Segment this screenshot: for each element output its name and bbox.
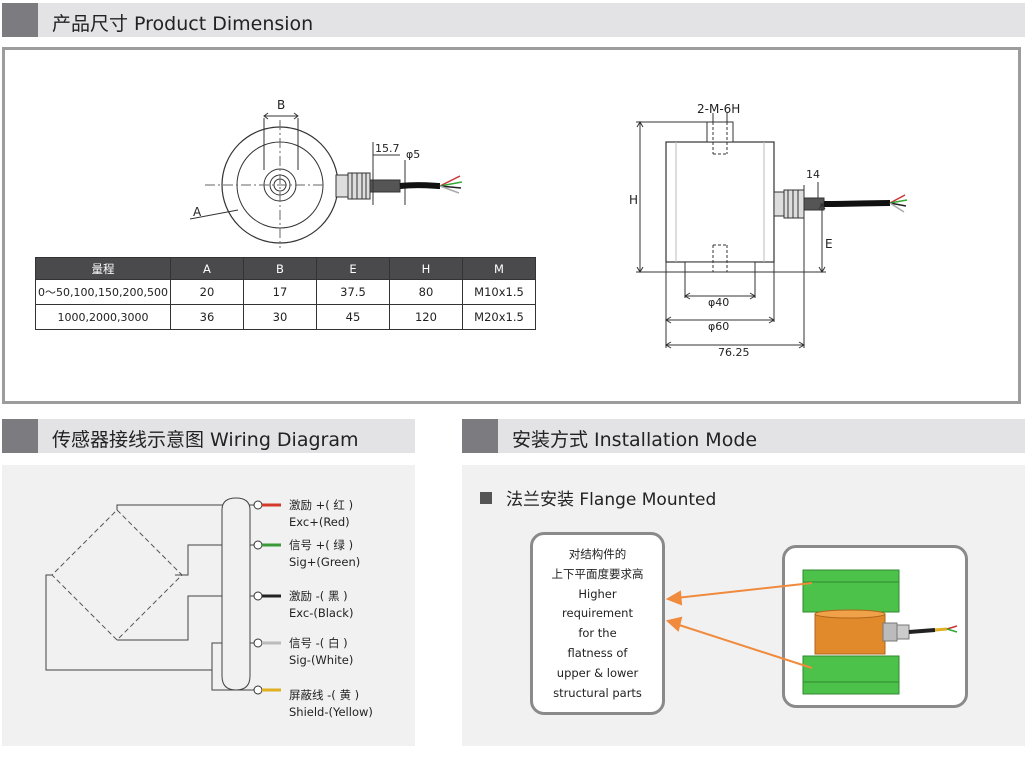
- wire-label-en: Exc+(Red): [289, 515, 350, 529]
- header-marker: [462, 419, 498, 453]
- bullet-square-icon: [480, 492, 492, 504]
- label-phi40: φ40: [708, 296, 730, 309]
- section-header-installation: 安装方式 Installation Mode: [462, 419, 1025, 453]
- wire-terminal-sig-minus: [253, 638, 281, 648]
- table-cell: 17: [242, 279, 317, 305]
- label-a: A: [193, 205, 202, 219]
- label-phi60: φ60: [708, 320, 730, 333]
- wire-label-en: Sig-(White): [289, 653, 354, 667]
- callout-line: 上下平面度要求高: [551, 566, 644, 581]
- callout-line: upper & lower: [556, 665, 639, 680]
- table-cell: 80: [388, 279, 463, 305]
- header-marker: [2, 3, 38, 37]
- installation-method: 法兰安装 Flange Mounted: [480, 485, 716, 510]
- wire-terminal-exc-minus: [253, 591, 281, 601]
- wire-label-exc-plus: 激励 +( 红 ) Exc+(Red): [289, 497, 353, 531]
- wire-label-cn: 信号 +( 绿 ): [289, 538, 354, 552]
- table-header-cell: M: [461, 257, 536, 280]
- installation-method-label: 法兰安装 Flange Mounted: [506, 490, 717, 510]
- table-row: 1000,2000,3000 36 30 45 120 M20x1.5: [35, 304, 536, 330]
- label-14: 14: [806, 168, 820, 181]
- side-view-drawing: [636, 113, 826, 349]
- wire-label-sig-plus: 信号 +( 绿 ) Sig+(Green): [289, 537, 360, 571]
- section-header-dimension: 产品尺寸 Product Dimension: [2, 3, 1025, 37]
- table-cell: 20: [169, 279, 244, 305]
- spec-table: 量程 A B E H M 0～50,100,150,200,500 20 17 …: [35, 257, 536, 330]
- table-header-row: 量程 A B E H M: [35, 257, 536, 280]
- wire-label-en: Sig+(Green): [289, 555, 361, 569]
- callout-line: for the: [578, 626, 617, 641]
- flatness-callout: 对结构件的 上下平面度要求高 Higher requirement for th…: [530, 532, 665, 715]
- wire-label-cn: 激励 +( 红 ): [289, 498, 354, 512]
- table-cell: 1000,2000,3000: [35, 304, 171, 330]
- label-15-7: 15.7: [375, 142, 400, 155]
- table-cell: M20x1.5: [461, 304, 536, 330]
- callout-line: structural parts: [553, 685, 642, 700]
- wire-label-en: Shield-(Yellow): [289, 705, 373, 719]
- table-cell: 30: [242, 304, 317, 330]
- wire-label-shield: 屏蔽线 -( 黄 ) Shield-(Yellow): [289, 687, 373, 721]
- wire-label-cn: 信号 -( 白 ): [289, 636, 348, 650]
- label-b: B: [277, 98, 286, 112]
- wire-label-exc-minus: 激励 -( 黑 ) Exc-(Black): [289, 588, 353, 622]
- label-h: H: [629, 193, 639, 207]
- table-cell: 0～50,100,150,200,500: [35, 279, 171, 305]
- section-header-wiring: 传感器接线示意图 Wiring Diagram: [2, 419, 415, 453]
- table-cell: 36: [169, 304, 244, 330]
- table-cell: 37.5: [315, 279, 390, 305]
- wire-label-cn: 屏蔽线 -( 黄 ): [289, 688, 360, 702]
- flange-mount-illustration: [802, 569, 958, 695]
- table-header-cell: H: [388, 257, 463, 280]
- table-cell: 45: [315, 304, 390, 330]
- table-row: 0～50,100,150,200,500 20 17 37.5 80 M10x1…: [35, 279, 536, 305]
- dimension-panel: [2, 47, 1021, 404]
- label-phi5: φ5: [406, 148, 421, 161]
- wire-label-sig-minus: 信号 -( 白 ) Sig-(White): [289, 635, 353, 669]
- callout-line: Higher: [578, 586, 617, 601]
- wiring-panel: [2, 465, 415, 746]
- table-cell: M10x1.5: [461, 279, 536, 305]
- header-title: 安装方式 Installation Mode: [512, 429, 758, 451]
- flange-mount-image: [782, 545, 968, 708]
- wire-terminal-shield: [253, 685, 281, 695]
- label-e: E: [825, 237, 833, 251]
- header-title: 产品尺寸 Product Dimension: [52, 13, 314, 35]
- callout-line: 对结构件的: [568, 547, 627, 561]
- wire-terminal-sig-plus: [253, 540, 281, 550]
- callout-line: requirement: [562, 606, 633, 621]
- top-view-drawing: [189, 112, 406, 248]
- label-thread: 2-M-6H: [697, 102, 741, 116]
- table-header-cell: E: [315, 257, 390, 280]
- wire-terminal-exc-plus: [253, 500, 281, 510]
- header-title: 传感器接线示意图 Wiring Diagram: [52, 429, 359, 451]
- wire-label-cn: 激励 -( 黑 ): [289, 589, 348, 603]
- wire-label-en: Exc-(Black): [289, 606, 354, 620]
- header-marker: [2, 419, 38, 453]
- callout-line: flatness of: [567, 645, 628, 660]
- label-76-25: 76.25: [718, 346, 750, 359]
